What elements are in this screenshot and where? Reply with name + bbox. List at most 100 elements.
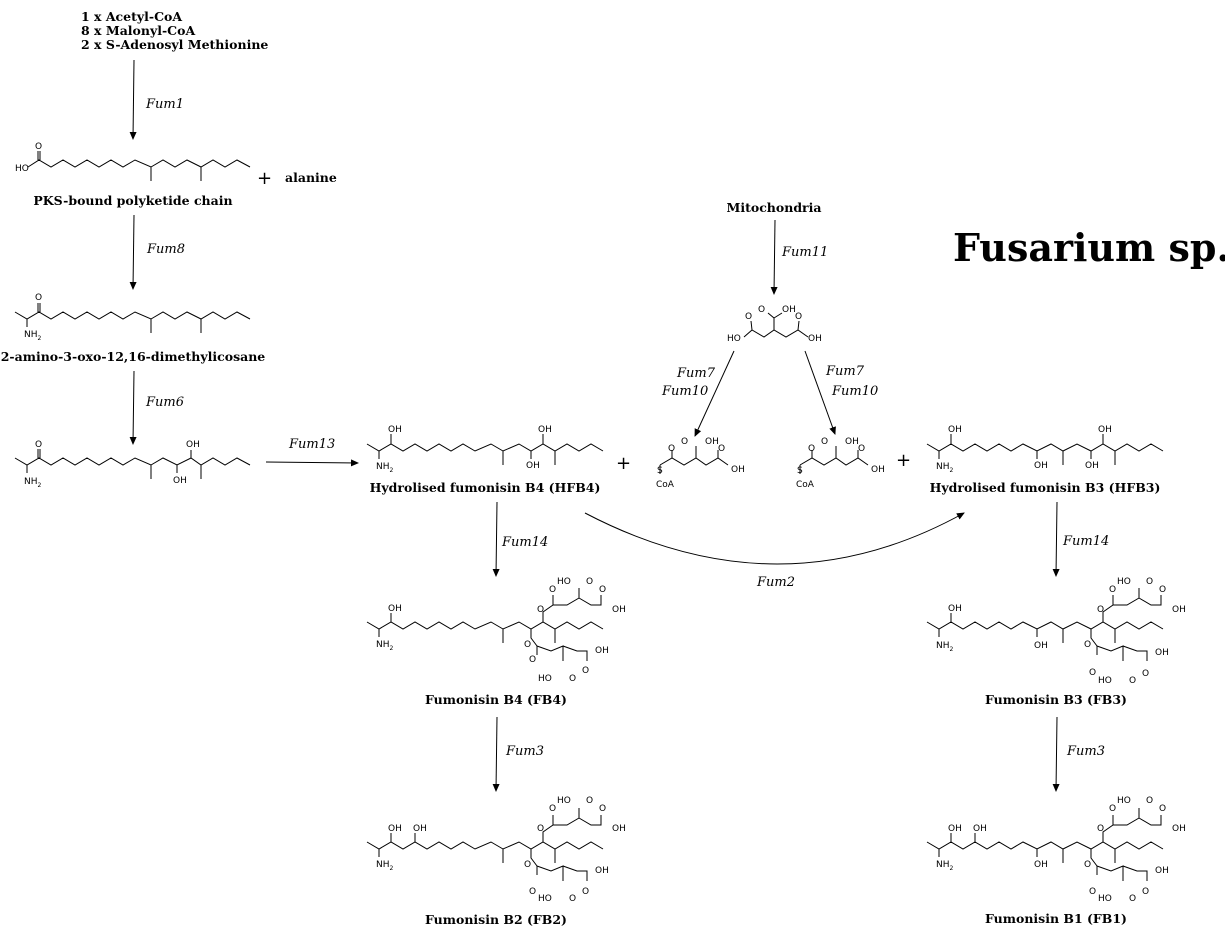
compound-hfb3: Hydrolised fumonisin B3 (HFB3) — [930, 480, 1161, 495]
atom-oh: OH — [973, 824, 987, 834]
atom-oh: OH — [595, 866, 609, 876]
atom-o: O — [1097, 605, 1104, 615]
arrow-fum6 — [129, 370, 137, 445]
atom-ho: HO — [538, 894, 552, 904]
atom-oh: OH — [948, 824, 962, 834]
enzyme-fum13: Fum13 — [288, 437, 335, 452]
structure-keto-intermediate: O OH OH NH2 — [14, 440, 251, 489]
atom-ho: HO — [15, 164, 29, 174]
atom-o: O — [529, 655, 536, 665]
atom-oh: OH — [782, 305, 796, 315]
atom-o: O — [1142, 669, 1149, 679]
atom-o: O — [1084, 640, 1091, 650]
atom-nh2: NH2 — [936, 462, 954, 474]
atom-s: S — [797, 466, 803, 476]
atom-o: O — [524, 860, 531, 870]
enzyme-fum7-right: Fum7 — [825, 364, 865, 379]
atom-o: O — [35, 293, 42, 303]
atom-oh: OH — [612, 824, 626, 834]
atom-o: O — [795, 312, 802, 322]
atom-o: O — [1142, 887, 1149, 897]
atom-oh: OH — [388, 604, 402, 614]
atom-nh2: NH2 — [376, 640, 394, 652]
atom-o: O — [549, 585, 556, 595]
structure-fb4: OH O O HO O O OH O O OH O HO O NH2 — [366, 577, 626, 684]
atom-oh: OH — [1034, 641, 1048, 651]
plus-alanine: + — [257, 168, 272, 189]
arrow-fum13 — [265, 459, 359, 467]
enzyme-fum6: Fum6 — [145, 395, 184, 410]
arrow-fum8 — [129, 214, 137, 290]
atom-oh: OH — [1034, 461, 1048, 471]
enzyme-fum10-right: Fum10 — [831, 384, 878, 399]
atom-oh: OH — [1172, 824, 1186, 834]
atom-oh: OH — [388, 425, 402, 435]
atom-ho: HO — [1117, 577, 1131, 587]
atom-oh: OH — [1172, 605, 1186, 615]
atom-o: O — [1084, 860, 1091, 870]
arrow-fum7-left — [694, 350, 735, 437]
atom-o: O — [745, 312, 752, 322]
atom-nh2: NH2 — [376, 462, 394, 474]
atom-oh: OH — [595, 646, 609, 656]
atom-oh: OH — [731, 465, 745, 475]
atom-oh: OH — [948, 604, 962, 614]
atom-oh: OH — [1155, 866, 1169, 876]
atom-oh: OH — [388, 824, 402, 834]
enzyme-fum10-left: Fum10 — [661, 384, 708, 399]
structure-hfb4: OH OH OH NH2 — [366, 425, 604, 474]
atom-coa: CoA — [796, 480, 815, 490]
compound-mitochondria: Mitochondria — [727, 200, 822, 215]
atom-oh: OH — [538, 425, 552, 435]
enzyme-fum14-left: Fum14 — [501, 535, 548, 550]
atom-o: O — [569, 894, 576, 904]
atom-o: O — [529, 887, 536, 897]
enzyme-fum1: Fum1 — [145, 97, 184, 112]
atom-o: O — [35, 440, 42, 450]
atom-o: O — [858, 444, 865, 454]
substrate-acetyl-coa: 1 x Acetyl-CoA — [81, 9, 182, 24]
atom-ho: HO — [538, 674, 552, 684]
atom-o: O — [569, 674, 576, 684]
atom-oh: OH — [705, 437, 719, 447]
atom-oh: OH — [173, 476, 187, 486]
atom-ho: HO — [1098, 894, 1112, 904]
arrow-fum7-right — [804, 350, 836, 435]
structure-hfb3: OH OH OH OH NH2 — [926, 425, 1164, 474]
atom-o: O — [1109, 585, 1116, 595]
structure-polyketide: O HO — [15, 142, 251, 181]
structure-citrate: O O O OH HO OH — [727, 305, 822, 344]
atom-coa: CoA — [656, 480, 675, 490]
atom-o: O — [537, 605, 544, 615]
atom-ho: HO — [1098, 676, 1112, 686]
compound-aoda: 2-amino-3-oxo-12,16-dimethylicosane — [1, 349, 266, 364]
atom-oh: OH — [1034, 860, 1048, 870]
enzyme-fum2: Fum2 — [756, 575, 795, 590]
atom-oh: OH — [1085, 461, 1099, 471]
atom-o: O — [718, 444, 725, 454]
atom-oh: OH — [413, 824, 427, 834]
atom-oh: OH — [186, 440, 200, 450]
atom-oh: OH — [526, 461, 540, 471]
compound-fb4: Fumonisin B4 (FB4) — [425, 692, 567, 707]
structure-tca-coa-left: O O OH O OH S CoA — [656, 437, 745, 490]
structure-fb1: OH OH OH O O HO O O OH O O OH O HO O NH2 — [926, 796, 1186, 904]
enzyme-fum8: Fum8 — [146, 242, 185, 257]
atom-o: O — [586, 577, 593, 587]
atom-nh2: NH2 — [936, 641, 954, 653]
plus-hfb4: + — [616, 453, 631, 474]
enzyme-fum14-right: Fum14 — [1062, 534, 1109, 549]
enzyme-fum3-left: Fum3 — [505, 744, 544, 759]
atom-o: O — [1129, 894, 1136, 904]
atom-o: O — [582, 666, 589, 676]
atom-ho: HO — [557, 796, 571, 806]
substrate-malonyl-coa: 8 x Malonyl-CoA — [81, 23, 195, 38]
atom-o: O — [1089, 668, 1096, 678]
enzyme-fum7-left: Fum7 — [676, 366, 716, 381]
atom-o: O — [1159, 585, 1166, 595]
arrow-fum14-right — [1052, 501, 1060, 577]
atom-nh2: NH2 — [376, 860, 394, 872]
atom-ho: HO — [727, 334, 741, 344]
atom-oh: OH — [1155, 648, 1169, 658]
